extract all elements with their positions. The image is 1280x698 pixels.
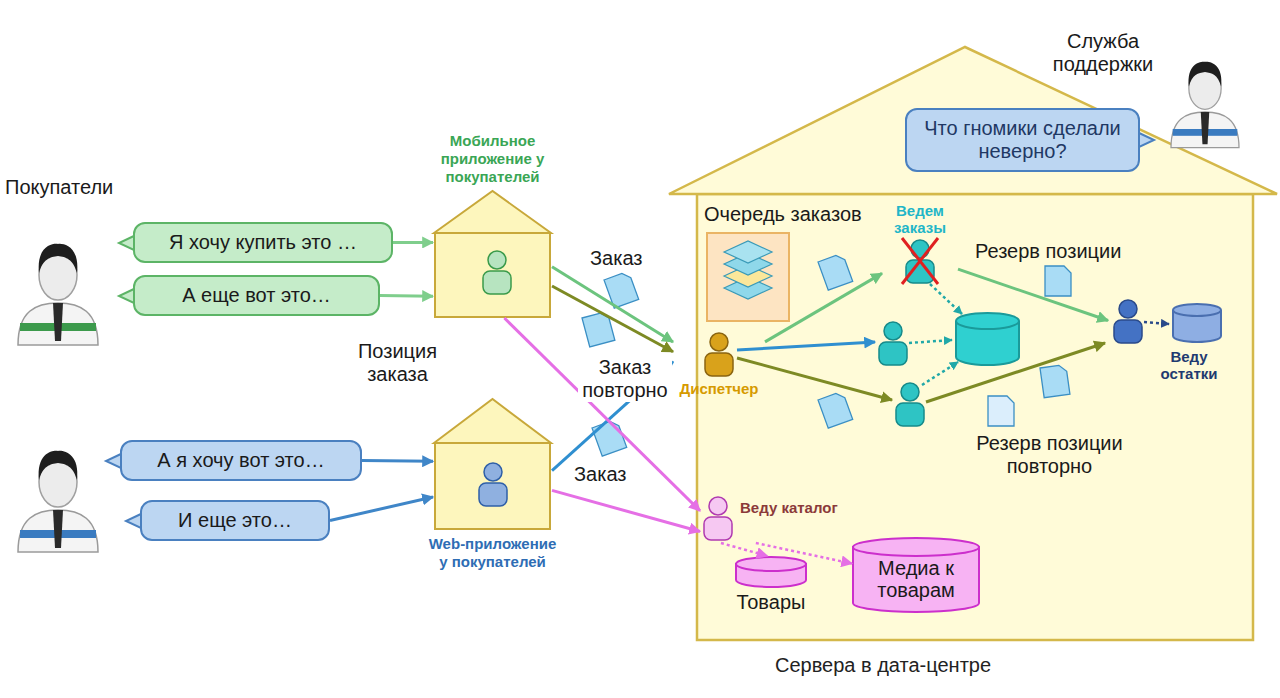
- cylinder-label: Товары: [721, 591, 821, 614]
- edge-label: Заказ: [572, 463, 628, 486]
- outline: [433, 398, 552, 530]
- flow-arrow: [721, 543, 767, 556]
- internal-flows: [737, 284, 1169, 402]
- queue-heading: Очередь заказов: [704, 203, 862, 226]
- cylinder-label: Товары: [721, 591, 821, 614]
- queue-heading: Очередь заказов: [704, 203, 862, 226]
- speech-bubble: Я хочу купить это …: [133, 222, 393, 263]
- flow-label: Резерв позиции повторно: [952, 432, 1147, 478]
- app-heading: Web-приложение у покупателей: [423, 535, 563, 571]
- app-heading: Web-приложение у покупателей: [423, 535, 563, 571]
- order-queue: Очередь заказов: [706, 232, 790, 322]
- gnome-worker: Ведем заказы: [882, 202, 958, 286]
- flow-arrow: [552, 286, 673, 352]
- flow-label: Позиция заказа: [345, 340, 450, 386]
- flow-arrow: [765, 273, 882, 342]
- bubble-text: А еще вот это…: [149, 284, 364, 307]
- gnome-worker: Веду остатки: [1108, 300, 1230, 382]
- caption: Сервера в дата-центре: [775, 654, 991, 677]
- role-label: Служба поддержки: [1033, 30, 1173, 76]
- flow-arrow: [552, 267, 673, 342]
- speech-bubble: Что гномики сделали неверно?: [905, 108, 1140, 172]
- orders-database: [956, 313, 1019, 365]
- speech-bubble: А еще вот это…: [133, 275, 380, 316]
- group-label: Покупатели: [5, 176, 113, 199]
- stock-database: [1173, 304, 1221, 342]
- app-heading: Мобильное приложение у покупателей: [423, 132, 563, 186]
- gnome-label: Ведем заказы: [882, 202, 958, 236]
- bubble-tail: [1137, 130, 1155, 150]
- bubble-text: А я хочу вот это…: [136, 449, 346, 472]
- bubble-tail: [105, 451, 123, 471]
- database-cylinder: Медиа к товарам: [852, 537, 980, 613]
- outline: [433, 190, 552, 318]
- customer-figure: [18, 244, 98, 345]
- edge-label: Заказ повторно: [578, 356, 672, 402]
- edge-label: Резерв позиции: [973, 240, 1123, 263]
- flow-arrow: [552, 490, 700, 531]
- speech-bubble: А я хочу вот это…: [120, 440, 362, 481]
- flow-label: Резерв позиции повторно: [952, 432, 1147, 478]
- bubble-tail: [125, 511, 143, 531]
- queue-stack: [724, 241, 772, 299]
- cross-mark: [902, 238, 938, 284]
- flow-arrow: [393, 241, 433, 244]
- app-house: Мобильное приложение у покупателей: [433, 190, 552, 318]
- cylinder-label: Медиа к товарам: [856, 557, 976, 601]
- flow-arrow: [756, 543, 852, 564]
- flow-arrow: [380, 294, 433, 298]
- gnome-label: Диспетчер: [673, 380, 765, 398]
- flow-label: Позиция заказа: [345, 340, 450, 386]
- speech-bubble: И еще это…: [140, 500, 330, 541]
- gnome-label: Веду каталог: [740, 499, 838, 517]
- outline: [735, 556, 807, 588]
- bubble-text: Что гномики сделали неверно?: [921, 117, 1124, 163]
- support-figure: [1171, 62, 1239, 148]
- role-label: Служба поддержки: [1033, 30, 1173, 76]
- bubble-tail: [118, 286, 136, 306]
- flow-arrow: [504, 318, 700, 511]
- bubble-tail: [118, 233, 136, 253]
- edge-label: Заказ: [572, 463, 628, 486]
- group-label: Покупатели: [5, 176, 113, 199]
- edge-label: Резерв позиции: [973, 240, 1123, 263]
- gnome-worker: Веду каталог: [700, 497, 840, 543]
- app-heading: Мобильное приложение у покупателей: [423, 132, 563, 186]
- gnome-worker: Диспетчер: [673, 332, 765, 398]
- caption: Сервера в дата-центре: [775, 654, 991, 677]
- database-cylinder: Товары: [735, 556, 807, 588]
- edge-label: Заказ: [588, 247, 644, 270]
- flow-arrow: [362, 459, 433, 463]
- flow-arrow: [958, 269, 1108, 320]
- gnome-icons: [479, 240, 1142, 540]
- bubble-text: Я хочу купить это …: [149, 231, 377, 254]
- bubble-text: И еще это…: [156, 509, 314, 532]
- customer-figure: [18, 451, 98, 552]
- edge-label: Заказ повторно: [578, 356, 672, 402]
- flow-arrow: [330, 497, 433, 521]
- edge-label: Заказ: [588, 247, 644, 270]
- gnome-label: Веду остатки: [1148, 348, 1230, 382]
- outline: [706, 232, 790, 322]
- app-house: Web-приложение у покупателей: [433, 398, 552, 530]
